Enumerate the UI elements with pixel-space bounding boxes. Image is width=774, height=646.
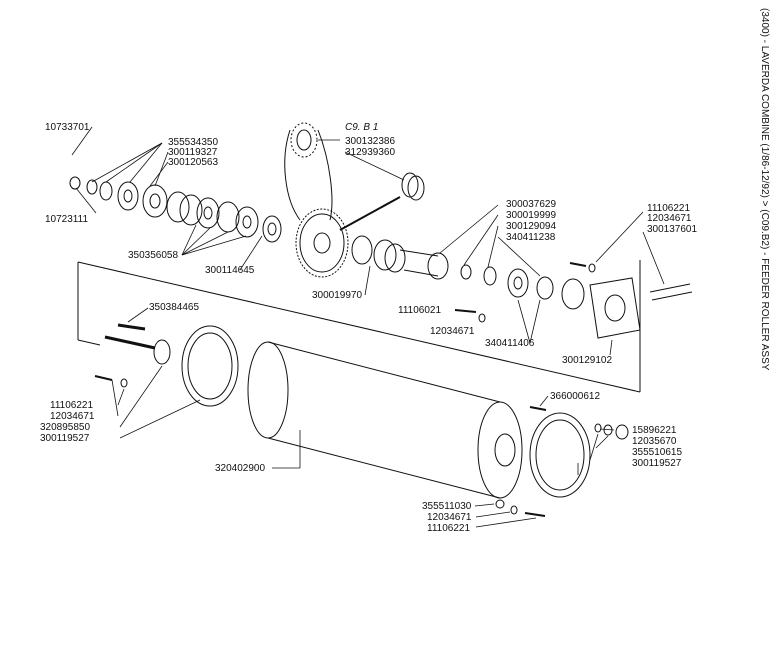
bearing-cap bbox=[401, 172, 425, 201]
part-300119527-left: 300119527 bbox=[40, 433, 90, 444]
part-10723111: 10723111 bbox=[45, 214, 89, 225]
part-12034671-left: 12034671 bbox=[50, 411, 95, 422]
assembly-boundary bbox=[77, 260, 641, 393]
rod bbox=[649, 283, 693, 301]
part-12035670: 12035670 bbox=[632, 436, 677, 447]
part-300019999: 300019999 bbox=[506, 210, 557, 221]
part-350384465: 350384465 bbox=[149, 302, 200, 313]
part-340411238: 340411238 bbox=[506, 232, 556, 243]
part-320402900: 320402900 bbox=[215, 463, 266, 474]
part-300119327: 300119327 bbox=[168, 147, 218, 158]
shaft-flange bbox=[104, 323, 239, 407]
hub bbox=[399, 249, 585, 310]
part-11106221-bot: 11106221 bbox=[427, 523, 471, 534]
part-340411406: 340411406 bbox=[485, 338, 535, 349]
part-355511030: 355511030 bbox=[422, 501, 472, 512]
part-10733701: 10733701 bbox=[45, 122, 90, 133]
feeder-drum bbox=[247, 341, 523, 499]
part-320895850: 320895850 bbox=[40, 422, 91, 433]
diagram-title-vertical: (3400) - LAVERDA COMBINE (1/86-12/92) > … bbox=[759, 8, 770, 628]
part-300137601: 300137601 bbox=[647, 224, 698, 235]
part-350356058: 350356058 bbox=[128, 250, 179, 261]
part-11106221-left: 11106221 bbox=[50, 400, 94, 411]
end-flange bbox=[529, 412, 591, 498]
part-300114645: 300114645 bbox=[205, 265, 255, 276]
part-300119527-right: 300119527 bbox=[632, 458, 682, 469]
part-355534350: 355534350 bbox=[168, 137, 219, 148]
bearing-plate bbox=[589, 277, 641, 339]
part-300019970: 300019970 bbox=[312, 290, 363, 301]
part-300129094: 300129094 bbox=[506, 221, 557, 232]
reference-mark: C9. B 1 bbox=[345, 122, 379, 133]
leader-lines bbox=[71, 126, 665, 528]
coupling bbox=[351, 235, 406, 273]
part-12034671-top: 12034671 bbox=[647, 213, 692, 224]
part-12034671-bot: 12034671 bbox=[427, 512, 472, 523]
part-12034671-mid: 12034671 bbox=[430, 326, 475, 337]
part-11106021: 11106021 bbox=[398, 305, 442, 316]
large-sprocket bbox=[295, 208, 349, 278]
part-15896221: 15896221 bbox=[632, 425, 677, 436]
drive-chain bbox=[284, 129, 333, 221]
part-11106221-top: 11106221 bbox=[647, 203, 691, 214]
part-300037629: 300037629 bbox=[506, 199, 557, 210]
small-sprocket bbox=[290, 122, 318, 158]
washer-stack bbox=[69, 176, 282, 243]
diagram-title-text: (3400) - LAVERDA COMBINE (1/86-12/92) > … bbox=[759, 8, 770, 371]
part-355510615: 355510615 bbox=[632, 447, 683, 458]
part-366000612: 366000612 bbox=[550, 391, 601, 402]
part-300129102: 300129102 bbox=[562, 355, 613, 366]
part-300132386: 300132386 bbox=[345, 136, 396, 147]
part-312939360: 312939360 bbox=[345, 147, 396, 158]
part-300120563: 300120563 bbox=[168, 157, 219, 168]
